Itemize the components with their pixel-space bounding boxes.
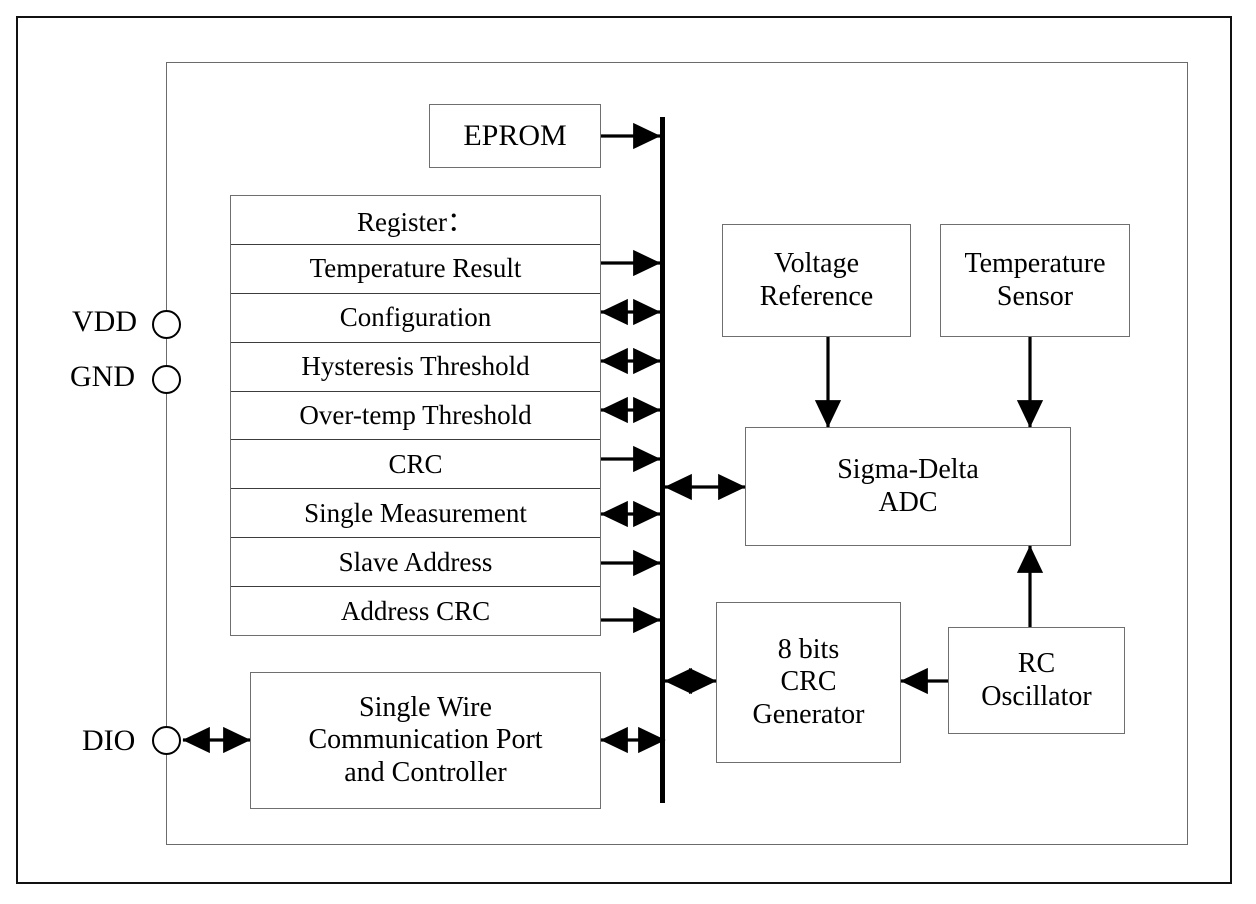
internal-data-bus	[660, 117, 665, 803]
block-crc-generator[interactable]: 8 bits CRC Generator	[716, 602, 901, 763]
block-sigma-delta-adc[interactable]: Sigma-Delta ADC	[745, 427, 1071, 546]
block-temperature-sensor[interactable]: Temperature Sensor	[940, 224, 1130, 337]
register-row-over-temp-threshold[interactable]: Over-temp Threshold	[231, 392, 600, 441]
register-label: Temperature Result	[309, 253, 522, 284]
crc-generator-label-line1: 8 bits	[777, 633, 840, 665]
voltage-reference-label-line2: Reference	[759, 280, 874, 312]
block-eprom[interactable]: EPROM	[429, 104, 601, 168]
block-register-stack[interactable]: Register： Temperature Result Configurati…	[230, 195, 601, 636]
register-row-crc[interactable]: CRC	[231, 440, 600, 490]
single-wire-port-label-line1: Single Wire	[359, 691, 492, 723]
pin-circle-gnd[interactable]	[152, 365, 181, 394]
register-row-temperature-result[interactable]: Temperature Result	[231, 245, 600, 294]
register-row-hysteresis-threshold[interactable]: Hysteresis Threshold	[231, 343, 600, 392]
block-voltage-reference[interactable]: Voltage Reference	[722, 224, 911, 337]
pin-label-gnd: GND	[70, 360, 135, 393]
temperature-sensor-label-line2: Sensor	[996, 280, 1074, 312]
pin-circle-dio[interactable]	[152, 726, 181, 755]
register-row-configuration[interactable]: Configuration	[231, 294, 600, 343]
block-single-wire-communication-port[interactable]: Single Wire Communication Port and Contr…	[250, 672, 601, 809]
register-label: Slave Address	[338, 546, 493, 577]
register-label: Configuration	[339, 302, 492, 333]
register-row-address-crc[interactable]: Address CRC	[231, 587, 600, 635]
voltage-reference-label-line1: Voltage	[773, 248, 860, 280]
register-label: Hysteresis Threshold	[301, 351, 530, 382]
register-label: CRC	[388, 448, 443, 479]
single-wire-port-label-line2: Communication Port	[308, 724, 543, 756]
adc-label-line1: Sigma-Delta	[837, 454, 979, 486]
register-row-header: Register：	[231, 196, 600, 245]
outer-frame	[16, 16, 1232, 884]
register-label: Over-temp Threshold	[299, 400, 532, 430]
register-label: Single Measurement	[304, 497, 527, 528]
chip-boundary-frame	[166, 62, 1188, 845]
block-rc-oscillator[interactable]: RC Oscillator	[948, 627, 1125, 734]
pin-label-dio: DIO	[82, 724, 136, 757]
register-label: Address CRC	[340, 595, 491, 626]
register-row-slave-address[interactable]: Slave Address	[231, 538, 600, 588]
pin-circle-vdd[interactable]	[152, 310, 181, 339]
eprom-label: EPROM	[463, 118, 567, 152]
crc-generator-label-line2: CRC	[780, 666, 837, 698]
temperature-sensor-label-line1: Temperature	[964, 248, 1106, 280]
crc-generator-label-line3: Generator	[752, 698, 865, 730]
single-wire-port-label-line3: and Controller	[344, 756, 507, 788]
adc-label-line2: ADC	[878, 486, 938, 518]
register-row-single-measurement[interactable]: Single Measurement	[231, 489, 600, 539]
register-header-label: Register：	[357, 207, 474, 238]
rc-oscillator-label-line1: RC	[1017, 648, 1056, 680]
pin-label-vdd: VDD	[72, 305, 137, 338]
rc-oscillator-label-line2: Oscillator	[981, 680, 1092, 712]
